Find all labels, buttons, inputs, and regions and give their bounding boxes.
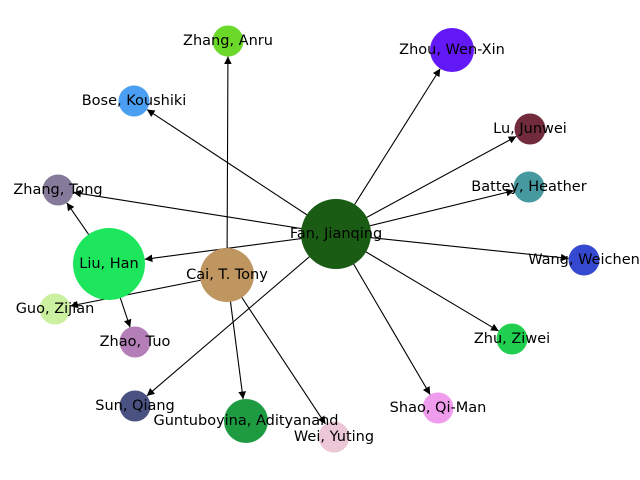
node-label-shao: Shao, Qi-Man	[390, 400, 487, 416]
node-zhao	[119, 326, 151, 358]
node-guntu	[224, 399, 268, 443]
node-label-lu: Lu, Junwei	[493, 121, 567, 137]
edge-fan-to-zhang_tong	[73, 189, 337, 235]
node-label-guo: Guo, Zijian	[16, 301, 95, 317]
node-wei	[318, 421, 350, 453]
node-shao	[422, 392, 454, 424]
node-zhang_tong	[42, 174, 74, 206]
node-zhou	[430, 28, 474, 72]
node-label-liu: Liu, Han	[79, 256, 139, 272]
node-liu	[73, 228, 145, 300]
node-cai	[200, 248, 254, 302]
node-label-cai: Cai, T. Tony	[186, 267, 268, 283]
node-battey	[513, 171, 545, 203]
node-lu	[514, 113, 546, 145]
node-sun	[119, 390, 151, 422]
node-label-wang: Wang, Weichen	[528, 252, 640, 268]
node-label-wei: Wei, Yuting	[294, 429, 374, 445]
edge-cai-to-zhang_anru	[224, 56, 232, 276]
node-label-guntu: Guntuboyina, Adityanand	[154, 413, 339, 429]
edge-fan-to-wang	[335, 233, 569, 262]
node-zhu	[496, 323, 528, 355]
node-label-zhou: Zhou, Wen-Xin	[399, 42, 505, 58]
node-label-battey: Battey, Heather	[471, 179, 586, 195]
node-bose	[118, 85, 150, 117]
nodes	[39, 25, 600, 453]
node-guo	[39, 293, 71, 325]
node-label-zhang_anru: Zhang, Anru	[183, 33, 273, 49]
node-zhang_anru	[212, 25, 244, 57]
node-fan	[301, 199, 371, 269]
node-label-zhu: Zhu, Ziwei	[474, 331, 550, 347]
node-label-zhang_tong: Zhang, Tong	[13, 182, 102, 198]
node-wang	[568, 244, 600, 276]
edge-fan-to-bose	[146, 109, 337, 235]
node-label-zhao: Zhao, Tuo	[100, 334, 171, 350]
node-label-bose: Bose, Koushiki	[82, 93, 187, 109]
node-label-sun: Sun, Qiang	[95, 398, 175, 414]
edge-fan-to-sun	[146, 233, 337, 397]
edge-cai-to-wei	[226, 274, 326, 425]
node-label-fan: Fan, Jianqing	[290, 226, 382, 242]
